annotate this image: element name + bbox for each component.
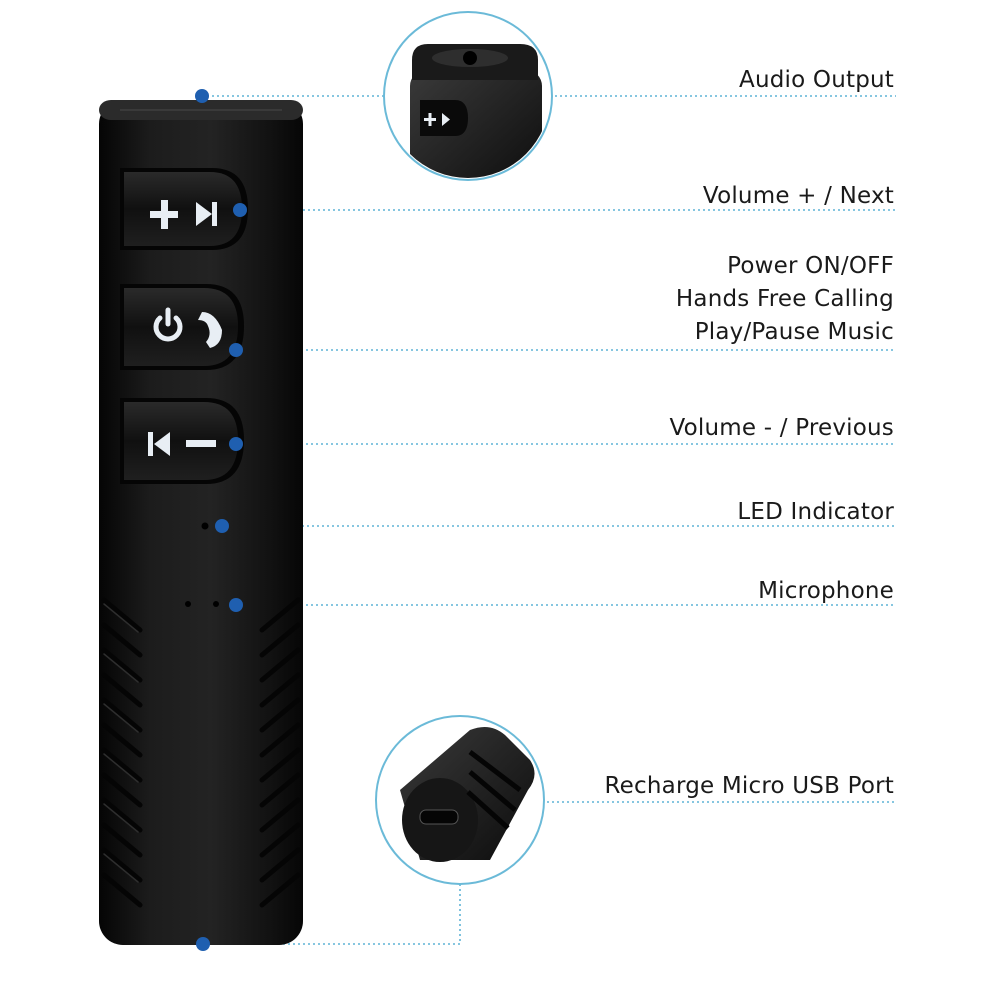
label-power-line-3: Play/Pause Music — [694, 319, 894, 345]
plus-icon — [150, 200, 178, 229]
minus-icon — [186, 440, 216, 447]
phone-icon — [198, 312, 222, 348]
label-volume-minus: Volume - / Previous — [669, 415, 894, 441]
bluetooth-receiver-device — [99, 100, 303, 945]
label-audio-output: Audio Output — [739, 67, 894, 93]
callout-dot-volume-minus — [229, 437, 243, 451]
audio-output-zoom — [383, 11, 553, 181]
next-track-icon — [196, 202, 217, 226]
micro-usb-port — [419, 809, 459, 825]
label-usb-port: Recharge Micro USB Port — [604, 773, 894, 799]
label-led-indicator: LED Indicator — [737, 499, 894, 525]
leader-lines — [202, 95, 896, 945]
previous-track-icon — [148, 432, 170, 456]
micro-usb-zoom — [375, 715, 545, 885]
mic-hole-1 — [185, 601, 191, 607]
label-volume-plus: Volume + / Next — [702, 183, 894, 209]
callout-dots — [195, 89, 247, 951]
audio-jack-hole — [463, 51, 477, 65]
play-next-icon — [424, 113, 450, 126]
mic-hole-2 — [213, 601, 219, 607]
leader-usb-bottom — [203, 882, 461, 945]
callout-dot-led — [215, 519, 229, 533]
led-hole — [201, 522, 209, 530]
label-power-line-1: Power ON/OFF — [727, 253, 894, 279]
callout-dot-microphone — [229, 598, 243, 612]
grip-ridges — [101, 597, 301, 908]
callout-dot-volume-plus — [233, 203, 247, 217]
label-power: Power ON/OFF Hands Free Calling Play/Pau… — [676, 250, 894, 349]
power-icon — [153, 307, 183, 342]
callout-dot-audio — [195, 89, 209, 103]
callout-dot-usb — [196, 937, 210, 951]
label-microphone: Microphone — [758, 578, 894, 604]
label-power-line-2: Hands Free Calling — [675, 286, 894, 312]
callout-dot-power — [229, 343, 243, 357]
